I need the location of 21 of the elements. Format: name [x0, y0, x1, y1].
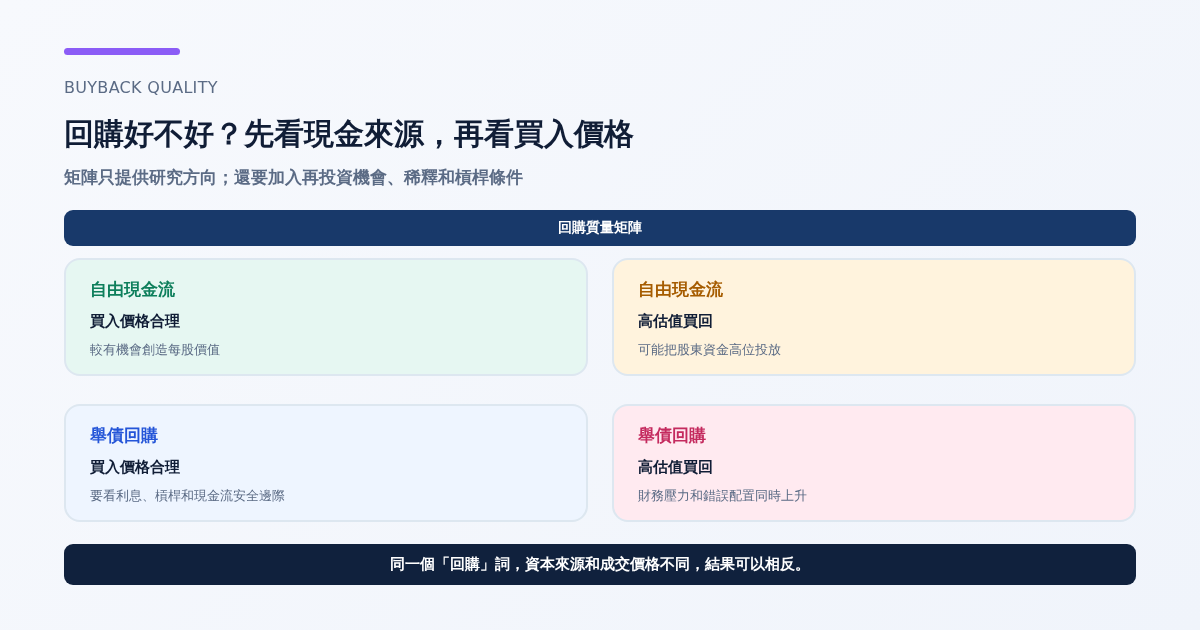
- title: 回購好不好？先看現金來源，再看買入價格: [64, 115, 634, 153]
- card-heading: 自由現金流: [638, 278, 724, 300]
- card-subheading: 高估值買回: [638, 457, 714, 477]
- card-heading: 舉債回購: [638, 424, 707, 446]
- card-note: 要看利息、槓桿和現金流安全邊際: [90, 487, 286, 505]
- card-subheading: 高估值買回: [638, 311, 714, 331]
- card-note: 財務壓力和錯誤配置同時上升: [638, 487, 808, 505]
- kicker-text: BUYBACK QUALITY: [64, 78, 218, 97]
- subtitle: 矩陣只提供研究方向；還要加入再投資機會、稀釋和槓桿條件: [64, 166, 523, 189]
- card-note: 可能把股東資金高位投放: [638, 341, 782, 359]
- matrix-card: [64, 258, 588, 376]
- matrix-card: [64, 404, 588, 522]
- card-subheading: 買入價格合理: [90, 457, 181, 477]
- matrix-card: [612, 258, 1136, 376]
- summary-banner: 同一個「回購」詞，資本來源和成交價格不同，結果可以相反。: [64, 544, 1136, 585]
- matrix-header-bar: 回購質量矩陣: [64, 210, 1136, 246]
- card-subheading: 買入價格合理: [90, 311, 181, 331]
- matrix-card: [612, 404, 1136, 522]
- card-heading: 自由現金流: [90, 278, 176, 300]
- card-note: 較有機會創造每股價值: [90, 341, 221, 359]
- card-heading: 舉債回購: [90, 424, 159, 446]
